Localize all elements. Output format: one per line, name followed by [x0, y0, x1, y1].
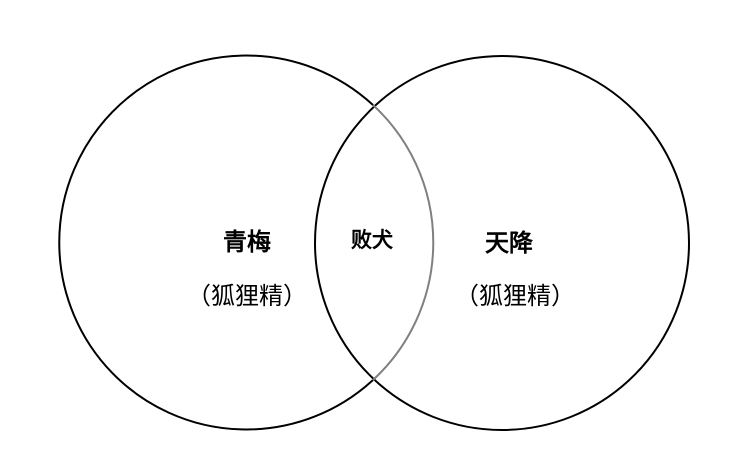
right-set-title: 天降: [485, 229, 534, 257]
left-circle-outer-arc: [58, 54, 374, 431]
intersection-label: 败犬: [351, 228, 394, 252]
right-set-subtitle: （狐狸精）: [455, 282, 575, 310]
left-set-subtitle: （狐狸精）: [187, 282, 307, 310]
left-set-title: 青梅: [223, 228, 271, 256]
left-circle-overlap-arc: [372, 104, 435, 381]
right-circle: [314, 55, 690, 431]
